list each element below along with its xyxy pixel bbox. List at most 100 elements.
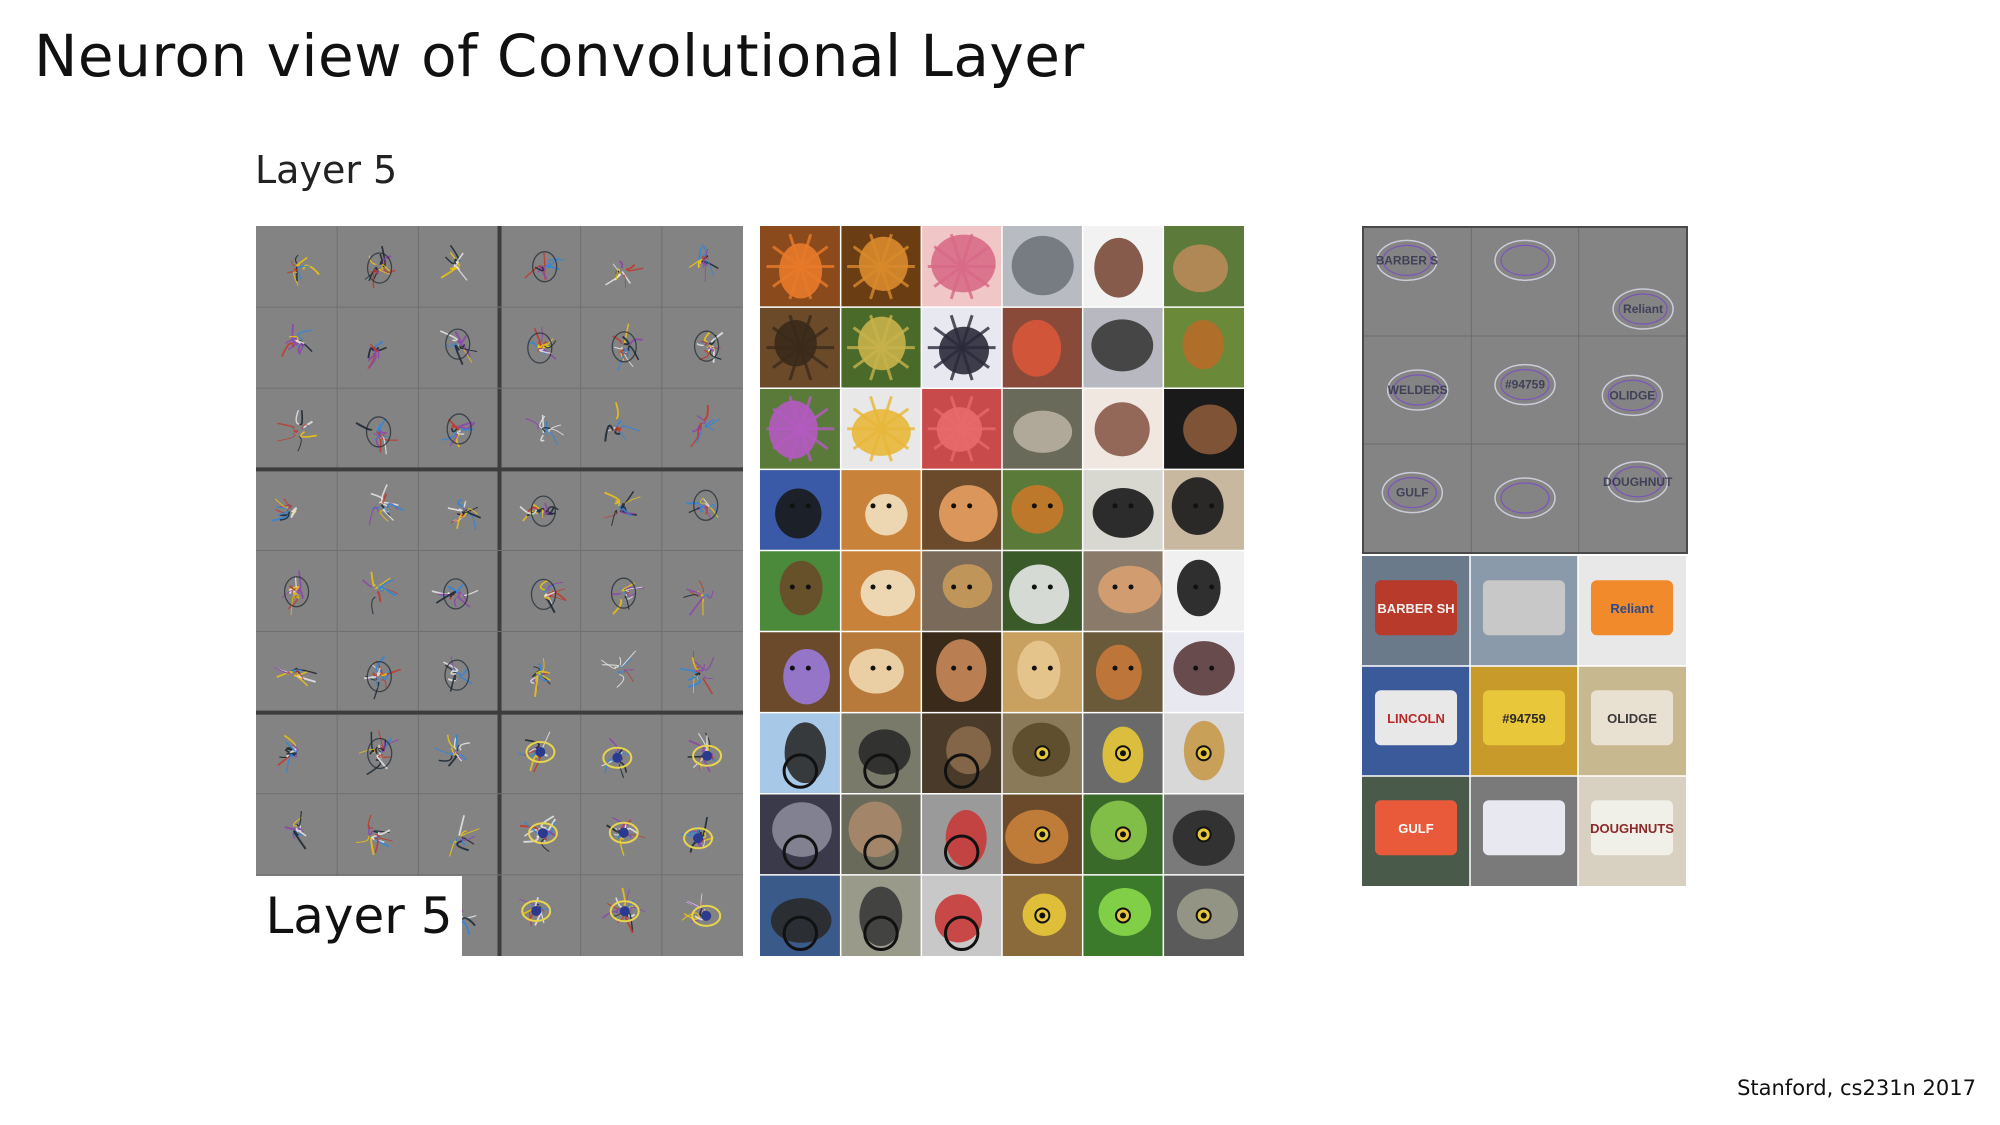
wheel [943,753,980,789]
right-image-patch: OLIDGE [1578,666,1686,776]
deconv-stroke [299,410,304,426]
deconv-stroke [284,826,297,831]
deconv-stroke [297,265,311,268]
deconv-cell [525,414,564,446]
deconv-stroke [539,415,546,429]
deconv-stroke [297,588,305,599]
deconv-stroke [452,668,460,674]
deconv-stroke [542,583,556,593]
image-patch [1002,226,1083,308]
petal [869,395,883,430]
deconv-stroke [605,273,621,286]
petal [960,233,974,268]
deconv-outline [1494,363,1556,406]
animal-eye [805,503,811,509]
deconv-stroke [694,672,701,676]
deconv-stroke [702,677,714,695]
deconv-grid [256,226,743,956]
deconv-stroke [623,668,635,671]
petal [869,428,883,462]
deconv-outline [530,495,556,527]
petal [772,245,802,268]
sign-shape [1482,580,1566,636]
deconv-stroke [547,581,564,592]
deconv-stroke [438,755,453,762]
deconv-cell [272,498,297,522]
deconv-stroke [381,504,391,517]
deconv-stroke [460,830,467,836]
deconv-eye-pupil [619,906,630,917]
petal [852,407,882,430]
deconv-stroke [297,329,312,340]
deconv-stroke [460,428,474,431]
deconv-stroke [456,840,469,852]
deconv-cell [681,893,722,927]
petal [933,407,963,430]
deconv-stroke [367,350,377,362]
image-patch-panel [760,226,1244,956]
deconv-stroke [379,510,389,522]
image-patch [1163,469,1244,551]
deconv-stroke [524,829,539,837]
petal [788,395,802,430]
deconv-stroke [543,502,549,514]
deconv-stroke [524,821,540,835]
right-image-patch: Reliant [1578,556,1686,666]
deconv-cell [439,328,478,365]
deconv-stroke [697,422,702,433]
deconv-eye-ring [691,904,722,927]
deconv-stroke [627,267,644,272]
deconv-stroke [281,589,294,599]
deconv-stroke [621,582,635,592]
animal-eye [951,665,957,671]
deconv-stroke [358,748,376,754]
deconv-cell [519,897,554,926]
petal [798,347,813,381]
deconv-stroke [447,507,463,512]
deconv-stroke [614,402,619,420]
deconv-stroke [519,505,538,515]
petal [933,245,963,268]
deconv-cell [603,490,641,526]
right-deconv-cell: #94759 [1494,363,1556,406]
image-patch [760,307,841,389]
deconv-stroke [285,753,294,773]
deconv-sign-text: #94759 [1505,378,1545,392]
animal-pupil [1120,831,1126,838]
petal [879,314,893,349]
deconv-stroke [274,498,289,509]
deconv-cell [611,323,643,371]
deconv-stroke [618,260,624,269]
deconv-eye-ring [521,899,552,922]
deconv-outline [366,660,392,693]
deconv-stroke [545,597,556,614]
deconv-cell [433,734,470,767]
animal-pupil [1039,912,1046,919]
image-patch-subject [1091,319,1154,372]
image-patch [1082,793,1164,875]
image-patch [1002,712,1083,794]
deconv-outline [1613,466,1663,498]
sign-text: DOUGHNUTS [1590,821,1674,836]
wheel [863,834,899,870]
sign-text: GULF [1398,821,1433,836]
deconv-stroke [276,504,292,510]
animal-eye [1193,584,1199,590]
deconv-stroke [456,514,463,529]
deconv-stroke [705,418,714,425]
deconv-stroke [287,268,298,274]
petal [880,245,910,268]
deconv-eye-pupil [612,752,623,763]
deconv-stroke [699,505,706,513]
image-patch [760,793,841,875]
animal-eye [967,503,973,509]
image-patch [760,550,841,632]
deconv-cell [601,650,637,688]
deconv-stroke [618,763,625,778]
image-patch [1163,388,1244,470]
deconv-stroke [625,264,636,271]
petal [960,428,974,462]
deconv-cell [605,260,644,288]
petal [880,427,910,451]
image-patch-subject [1173,641,1235,696]
